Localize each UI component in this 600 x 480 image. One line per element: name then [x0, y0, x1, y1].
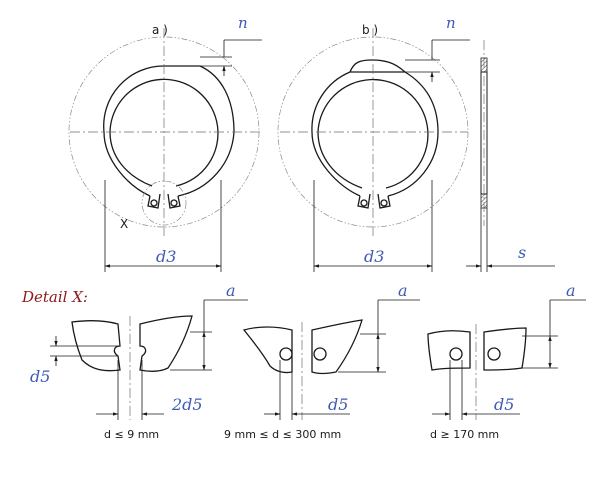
n-label-a: n [238, 14, 248, 32]
d5-label-2: d5 [328, 395, 348, 414]
detail-x-marker: X [120, 217, 128, 231]
side-view-ring [466, 40, 555, 272]
dimension-n-b [430, 39, 470, 82]
figure-a-ring [68, 28, 262, 272]
two-d5-label: 2d5 [171, 395, 203, 414]
detail-3-ears [427, 299, 586, 420]
a-label-3: a [566, 281, 576, 300]
condition-2: 9 mm ≤ d ≤ 300 mm [224, 428, 341, 441]
d5-label-1: d5 [30, 367, 50, 386]
a-label-2: a [398, 281, 408, 300]
detail-1-ears [50, 299, 248, 420]
n-label-b: n [446, 14, 456, 32]
d5-label-3: d5 [494, 395, 514, 414]
condition-3: d ≥ 170 mm [430, 428, 499, 441]
d3-label-b: d3 [364, 247, 384, 266]
figure-b-label: b ) [362, 23, 378, 37]
figure-b-ring [277, 28, 469, 272]
d3-label-a: d3 [156, 247, 176, 266]
figure-a-label: a ) [152, 23, 168, 37]
dimension-n-a [222, 39, 262, 76]
a-label-1: a [226, 281, 236, 300]
s-label: s [518, 243, 526, 262]
condition-1: d ≤ 9 mm [104, 428, 159, 441]
detail-x-title: Detail X: [21, 288, 88, 306]
detail-2-ears [242, 299, 420, 420]
